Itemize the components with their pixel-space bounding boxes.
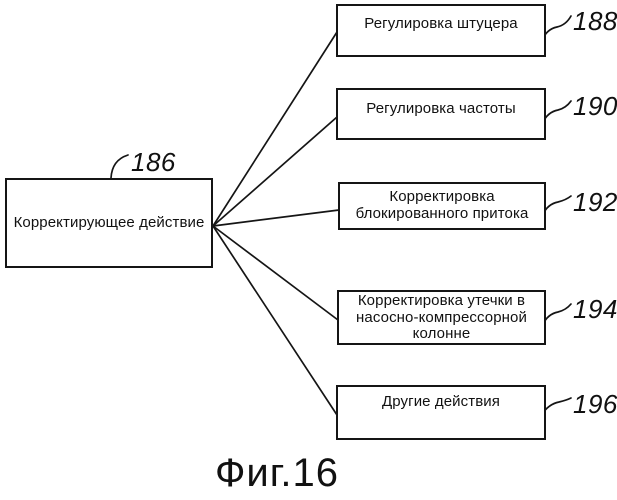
action-box-tubing-leak-correction: Корректировка утечки в насосно-компрессо… bbox=[337, 290, 546, 345]
action-box-label: Корректировка блокированного притока bbox=[355, 188, 529, 222]
connector-line-to-action-4 bbox=[212, 225, 339, 321]
leader-curve-190 bbox=[542, 100, 572, 123]
connector-line-to-action-3 bbox=[212, 209, 340, 227]
leader-curve-186 bbox=[110, 154, 129, 179]
figure-caption: Фиг.16 bbox=[214, 451, 340, 495]
connector-line-to-action-1 bbox=[212, 31, 338, 227]
action-box-other-actions: Другие действия bbox=[336, 385, 546, 440]
action-box-label: Другие действия bbox=[381, 393, 500, 410]
leader-curve-194 bbox=[542, 303, 572, 325]
action-box-frequency-adjustment: Регулировка частоты bbox=[336, 88, 546, 140]
ref-label-186: 186 bbox=[131, 147, 176, 177]
source-box-label: Корректирующее действие bbox=[13, 213, 205, 231]
connector-line-to-action-2 bbox=[212, 116, 338, 227]
ref-label-196: 196 bbox=[573, 389, 617, 419]
source-box-corrective-action: Корректирующее действие bbox=[5, 178, 213, 268]
connector-line-to-action-5 bbox=[212, 225, 338, 416]
action-box-choke-adjustment: Регулировка штуцера bbox=[336, 4, 546, 57]
action-box-blocked-inflow-correction: Корректировка блокированного притока bbox=[338, 182, 546, 230]
ref-label-190: 190 bbox=[573, 91, 617, 121]
leader-curve-196 bbox=[541, 397, 572, 415]
ref-label-188: 188 bbox=[573, 6, 617, 36]
ref-label-192: 192 bbox=[573, 187, 617, 217]
action-box-label: Регулировка штуцера bbox=[364, 15, 518, 32]
action-box-label: Корректировка утечки в насосно-компрессо… bbox=[356, 292, 527, 342]
ref-label-194: 194 bbox=[573, 294, 617, 324]
leader-curve-192 bbox=[542, 195, 572, 215]
leader-curve-188 bbox=[541, 15, 572, 41]
action-box-label: Регулировка частоты bbox=[366, 100, 516, 117]
